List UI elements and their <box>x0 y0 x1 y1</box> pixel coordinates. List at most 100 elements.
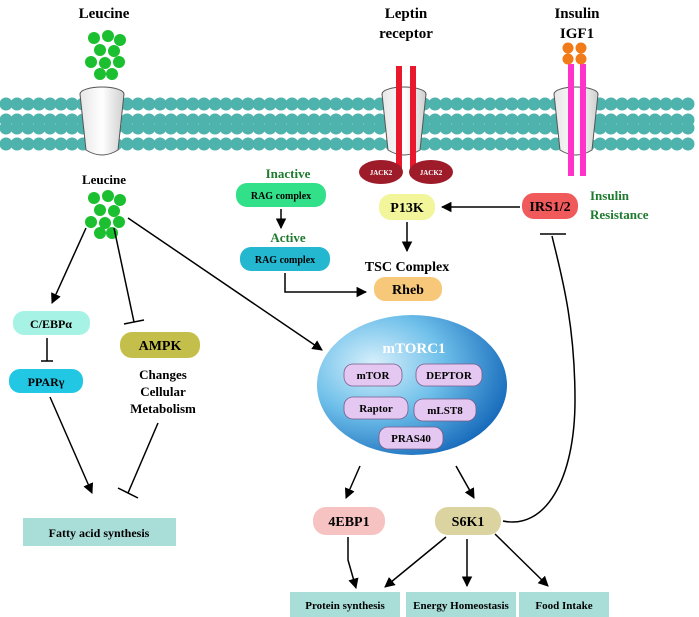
membrane-lipid-head <box>340 97 354 111</box>
leucine-dot <box>113 56 125 68</box>
membrane-lipid-head <box>208 137 222 151</box>
membrane-lipid-head <box>527 137 541 151</box>
membrane-lipid-head <box>252 97 266 111</box>
leucine-dot <box>113 216 125 228</box>
membrane-lipid-head <box>648 137 662 151</box>
ppar-node: PPARγ <box>9 369 83 393</box>
raptor-component: Raptor <box>343 396 409 420</box>
leucine-label: Leucine <box>79 6 130 22</box>
leucine-dot <box>114 194 126 206</box>
rheb-label: Rheb <box>392 283 424 298</box>
membrane-lipid-head <box>439 97 453 111</box>
membrane-lipid-head <box>604 97 618 111</box>
leucine-dot <box>88 192 100 204</box>
membrane-lipid-head <box>637 97 651 111</box>
membrane-lipid-head <box>450 97 464 111</box>
mtor-label: mTOR <box>357 370 391 382</box>
insulin-label: Insulin <box>554 6 600 22</box>
membrane-lipid-head <box>615 137 629 151</box>
membrane-lipid-head <box>241 97 255 111</box>
membrane-lipid-head <box>351 97 365 111</box>
membrane-lipid-head <box>604 137 618 151</box>
cebp-label: C/EBPα <box>30 317 72 331</box>
rag-inactive-box-label: RAG complex <box>251 191 311 202</box>
leucine-transporter <box>79 86 125 156</box>
jack2-right-label: JACK2 <box>420 169 443 177</box>
jack2-right: JACK2 <box>409 160 453 184</box>
arrow-s6k1-food <box>494 533 549 587</box>
membrane-lipid-head <box>21 97 35 111</box>
membrane-lipid-head <box>120 121 134 135</box>
membrane-lipid-head <box>659 121 673 135</box>
membrane-lipid-head <box>54 97 68 111</box>
mlst8-component: mLST8 <box>413 398 477 422</box>
changes-line2: Cellular <box>140 384 186 399</box>
membrane-lipid-head <box>197 137 211 151</box>
protein-synthesis-label: Protein synthesis <box>305 600 385 612</box>
membrane-lipid-head <box>65 137 79 151</box>
membrane-lipid-head <box>131 97 145 111</box>
membrane-lipid-head <box>373 121 387 135</box>
membrane-lipid-head <box>626 137 640 151</box>
membrane-lipid-head <box>164 137 178 151</box>
membrane-lipid-head <box>230 121 244 135</box>
membrane-lipid-head <box>0 121 13 135</box>
membrane-lipid-head <box>505 97 519 111</box>
membrane-lipid-head <box>527 97 541 111</box>
membrane-lipid-head <box>285 121 299 135</box>
membrane-lipid-head <box>230 137 244 151</box>
4ebp1-label: 4EBP1 <box>328 515 369 530</box>
membrane-lipid-head <box>219 97 233 111</box>
ampk-label: AMPK <box>139 339 182 354</box>
changes-line1: Changes <box>139 367 187 382</box>
membrane-lipid-head <box>252 137 266 151</box>
leptin-label: Leptin <box>385 6 428 22</box>
membrane-lipid-head <box>505 121 519 135</box>
jack2-left-label: JACK2 <box>370 169 393 177</box>
arrow-s6k1-protein <box>384 536 447 588</box>
leucine-dot <box>114 34 126 46</box>
membrane-lipid-head <box>362 137 376 151</box>
membrane-lipid-head <box>516 121 530 135</box>
membrane-lipid-head <box>461 137 475 151</box>
membrane-lipid-head <box>230 97 244 111</box>
energy-homeostasis-box: Energy Homeostasis <box>406 592 516 617</box>
igf1-label: IGF1 <box>560 26 594 42</box>
leucine-molecules-intracellular <box>85 190 126 239</box>
membrane-lipid-head <box>296 97 310 111</box>
membrane-lipid-head <box>681 121 695 135</box>
membrane-lipid-head <box>43 121 57 135</box>
cebp-node: C/EBPα <box>13 311 90 335</box>
membrane-lipid-head <box>439 137 453 151</box>
rag-active-node: RAG complex <box>240 247 330 271</box>
membrane-lipid-head <box>659 137 673 151</box>
membrane-lipid-head <box>153 97 167 111</box>
membrane-lipid-head <box>186 97 200 111</box>
membrane-lipid-head <box>637 121 651 135</box>
membrane-lipid-head <box>505 137 519 151</box>
membrane-lipid-head <box>153 121 167 135</box>
membrane-lipid-head <box>626 121 640 135</box>
connectors <box>41 201 576 590</box>
insulin-channel <box>553 86 599 156</box>
membrane-lipid-head <box>142 121 156 135</box>
rag-active-box-label: RAG complex <box>255 255 315 266</box>
rag-inactive-node: RAG complex <box>236 183 326 207</box>
membrane-lipid-head <box>43 137 57 151</box>
protein-synthesis-box: Protein synthesis <box>290 592 400 617</box>
membrane-lipid-head <box>263 137 277 151</box>
inhibit-s6k1-irs <box>502 235 576 523</box>
membrane-lipid-head <box>428 137 442 151</box>
membrane-lipid-head <box>32 121 46 135</box>
inhibit-bar-fatty <box>117 487 139 499</box>
membrane-lipid-head <box>472 97 486 111</box>
membrane-lipid-head <box>153 137 167 151</box>
membrane-lipid-head <box>439 121 453 135</box>
membrane-lipid-head <box>516 97 530 111</box>
pras40-component: PRAS40 <box>378 426 444 450</box>
leptin-channel <box>381 86 427 156</box>
membrane-lipid-head <box>670 97 684 111</box>
mlst8-label: mLST8 <box>427 405 463 417</box>
membrane-lipid-head <box>450 121 464 135</box>
